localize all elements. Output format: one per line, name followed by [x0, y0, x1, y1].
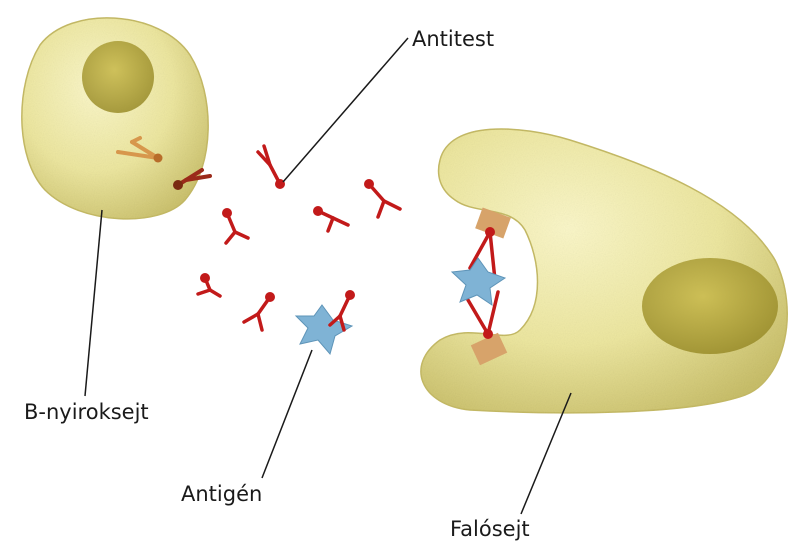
antibody-anchor	[345, 290, 355, 300]
captured-complex	[452, 227, 505, 339]
antibody-anchor	[485, 227, 495, 237]
free-antigen	[296, 290, 355, 354]
y-shaped-antibody-icon	[258, 146, 280, 184]
phagocyte-nucleus	[642, 258, 778, 354]
leader-line-b-cell	[85, 210, 102, 396]
free-antibodies	[198, 146, 400, 330]
b-cell-label: B-nyiroksejt	[24, 400, 149, 424]
phagocyte-cell	[421, 129, 787, 413]
b-cell-nucleus	[82, 41, 154, 113]
phagocyte-label: Falósejt	[450, 517, 530, 541]
leader-line-antigen	[262, 350, 312, 478]
antibody-anchor	[173, 180, 183, 190]
leader-line-antibody	[283, 38, 408, 182]
antigen-label: Antigén	[181, 482, 262, 506]
y-shaped-antibody-icon	[244, 297, 270, 330]
y-shaped-antibody-icon	[318, 211, 348, 231]
antibody-label: Antitest	[412, 27, 494, 51]
y-shaped-antibody-icon	[226, 213, 248, 243]
b-cell	[22, 18, 210, 219]
y-shaped-antibody-icon	[369, 184, 400, 217]
antibody-anchor	[483, 329, 493, 339]
antibody-anchor	[154, 154, 163, 163]
